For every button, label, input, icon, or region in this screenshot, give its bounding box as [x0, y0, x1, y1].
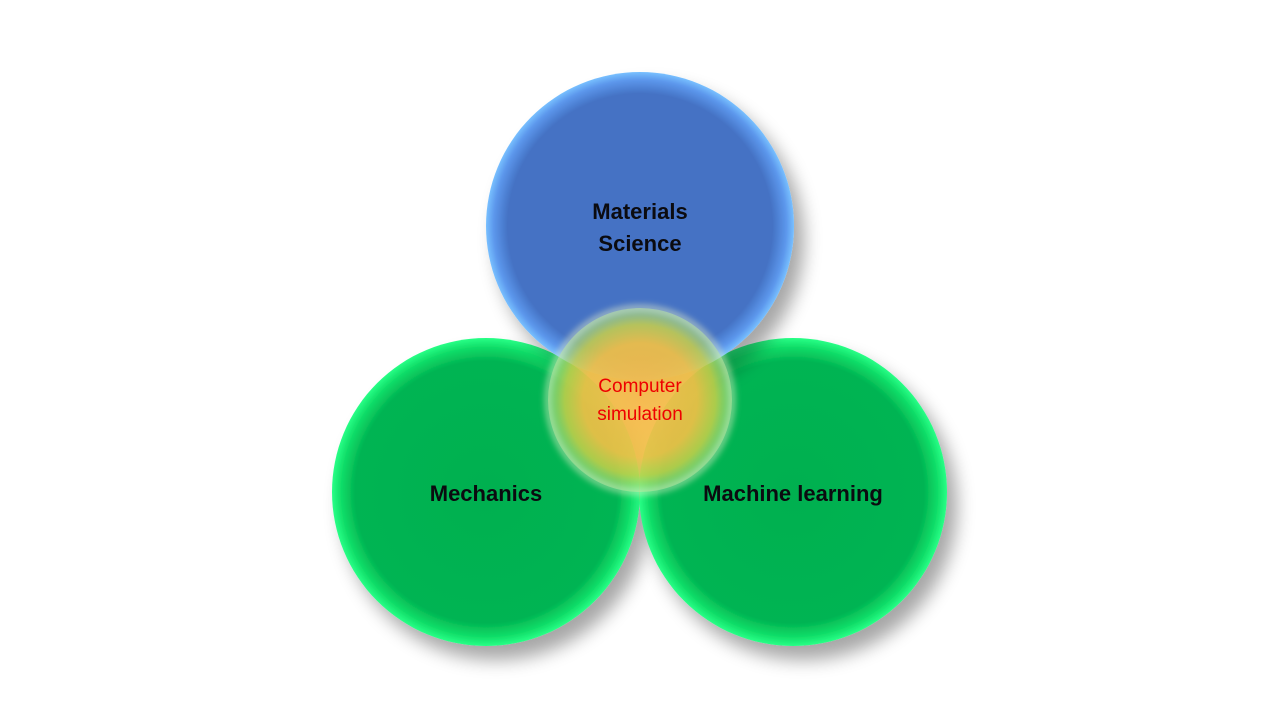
computer-simulation-label-line2: simulation	[597, 404, 683, 425]
computer-simulation-glow	[544, 304, 736, 496]
materials-science-label-line1: Materials	[592, 199, 687, 224]
computer-simulation-circle	[548, 308, 732, 492]
materials-science-circle	[486, 72, 794, 380]
materials-science-label-line2: Science	[598, 231, 681, 256]
machine-learning-label: Machine learning	[703, 481, 883, 506]
mechanics-label: Mechanics	[430, 481, 543, 506]
computer-simulation-label-line1: Computer	[598, 376, 682, 397]
